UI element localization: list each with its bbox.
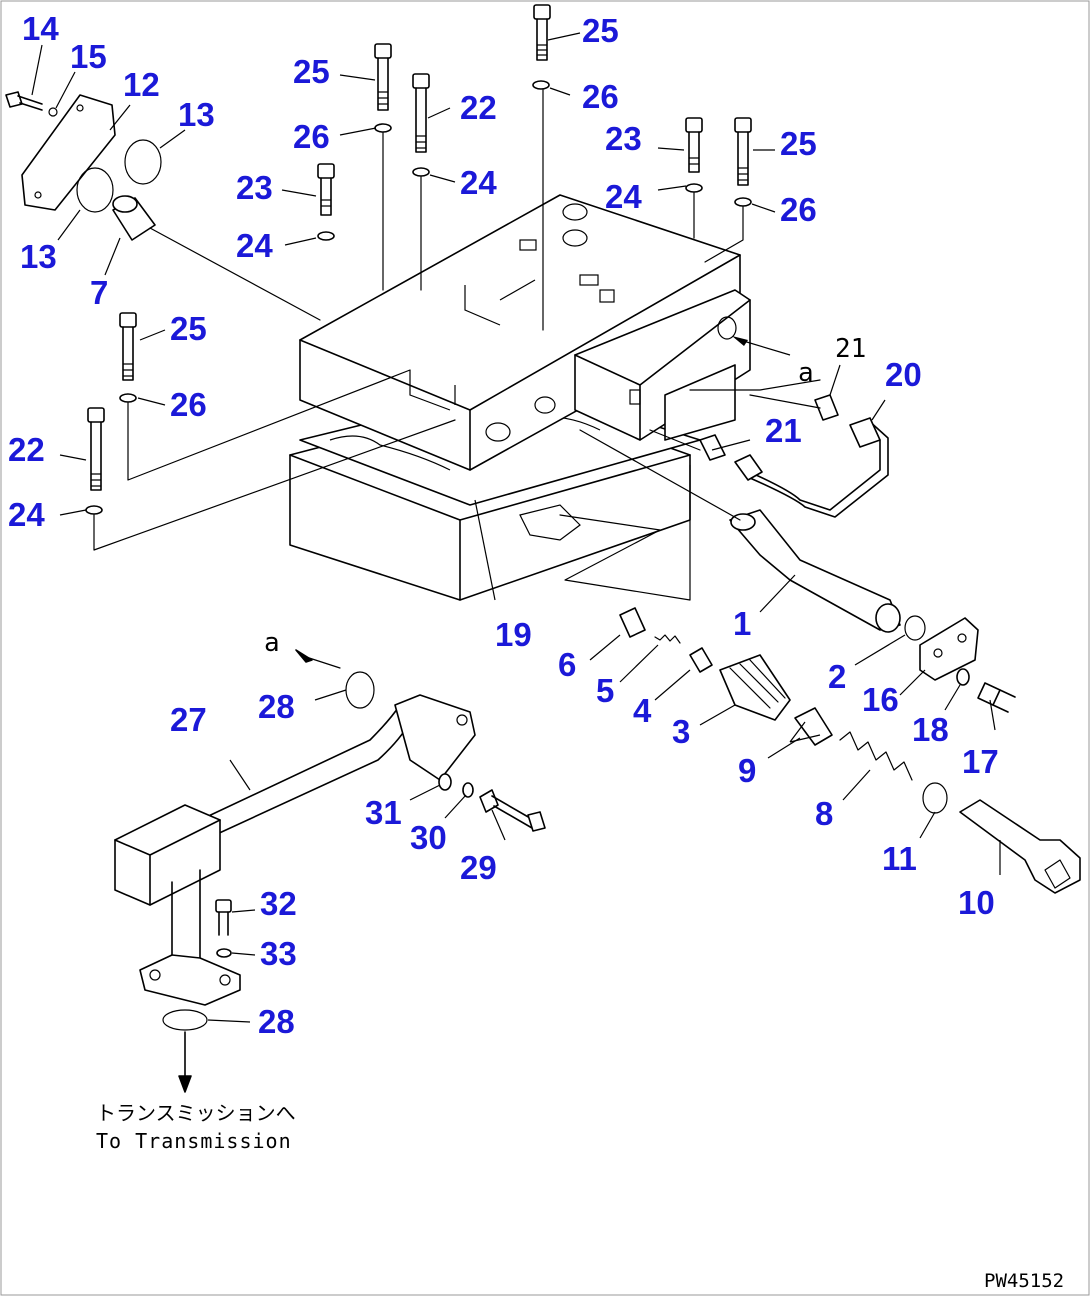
callout-22-top: 22 — [460, 89, 497, 126]
pipe-assembly — [649, 379, 889, 518]
arrow-label-a-lower: a — [264, 628, 280, 658]
callout-24-right: 24 — [605, 178, 642, 215]
callout-20: 20 — [885, 356, 922, 393]
callout-25-lower: 25 — [170, 310, 207, 347]
transmission-label-en: To Transmission — [96, 1129, 292, 1153]
callout-25-top: 25 — [582, 12, 619, 49]
callout-8: 8 — [815, 795, 834, 832]
callout-28-lower: 28 — [258, 1003, 295, 1040]
callout-29: 29 — [460, 849, 497, 886]
callout-10: 10 — [958, 884, 995, 921]
pipe-label-21: 21 — [835, 334, 867, 364]
bolt-23-left — [317, 163, 335, 241]
callout-23-right: 23 — [605, 120, 642, 157]
callout-14: 14 — [22, 10, 59, 47]
callout-13-upper: 13 — [178, 96, 215, 133]
callout-26-lower: 26 — [170, 386, 207, 423]
callout-3: 3 — [672, 713, 691, 750]
callout-11: 11 — [882, 840, 917, 877]
callout-15: 15 — [70, 38, 107, 75]
callout-21: 21 — [765, 412, 802, 449]
callout-12: 12 — [123, 66, 160, 103]
callout-7: 7 — [90, 274, 109, 311]
callout-27: 27 — [170, 701, 207, 738]
callout-26-top: 26 — [582, 78, 619, 115]
callout-1: 1 — [733, 605, 752, 642]
callout-31: 31 — [365, 794, 402, 831]
bolt-22-lower-left — [85, 407, 456, 551]
callout-33: 33 — [260, 935, 297, 972]
spool-assembly — [559, 429, 1081, 894]
callout-6: 6 — [558, 646, 577, 683]
callout-18: 18 — [912, 711, 949, 748]
valve-body-main — [289, 194, 751, 601]
leader-lines — [31, 32, 1001, 1023]
callout-26-right: 26 — [780, 191, 817, 228]
bolt-25-right — [704, 117, 752, 263]
callout-24-lower: 24 — [8, 496, 45, 533]
callout-28-upper: 28 — [258, 688, 295, 725]
callout-32: 32 — [260, 885, 297, 922]
callout-24-top: 24 — [460, 164, 497, 201]
bolt-25-top — [532, 4, 551, 331]
bolt-25-left — [374, 43, 392, 291]
callout-25-left: 25 — [293, 53, 330, 90]
callout-16: 16 — [862, 681, 899, 718]
bolt-22-top — [412, 73, 430, 291]
arrow-label-a-upper: a — [798, 358, 814, 388]
bolt-25-lower-left — [119, 312, 411, 481]
suction-pipe-assembly — [114, 649, 546, 1093]
callout-4: 4 — [633, 692, 652, 729]
drawing-code: PW45152 — [984, 1270, 1065, 1292]
callout-26-left: 26 — [293, 118, 330, 155]
transmission-label-jp: トランスミッションへ — [96, 1101, 296, 1125]
cover-plate-assembly — [5, 91, 321, 321]
callout-13-lower: 13 — [20, 238, 57, 275]
callout-2: 2 — [828, 658, 847, 695]
callout-30: 30 — [410, 819, 447, 856]
callout-22-lower: 22 — [8, 431, 45, 468]
callout-19: 19 — [495, 616, 532, 653]
callout-24-left: 24 — [236, 227, 273, 264]
bolt-23-right — [685, 117, 703, 239]
callout-5: 5 — [596, 672, 615, 709]
callout-23-left: 23 — [236, 169, 273, 206]
callout-17: 17 — [962, 743, 999, 780]
callout-9: 9 — [738, 752, 757, 789]
callout-25-right: 25 — [780, 125, 817, 162]
